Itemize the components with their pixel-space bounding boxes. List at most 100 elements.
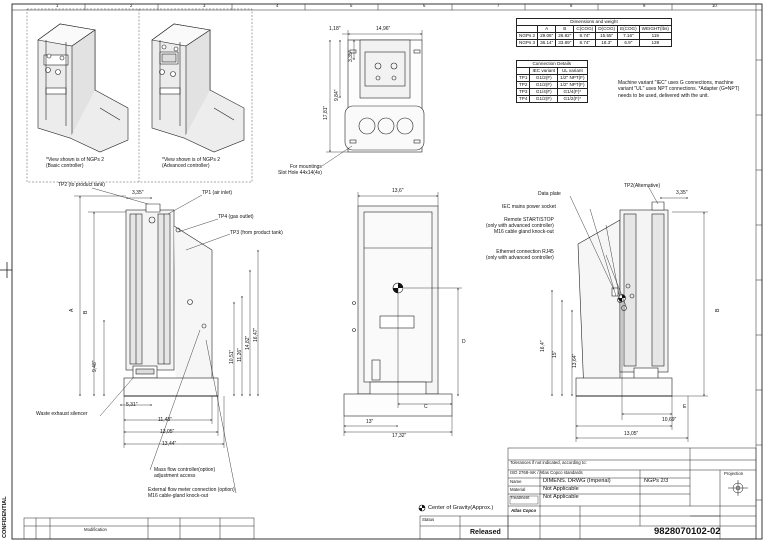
dim-cell: 33.89"	[555, 39, 575, 47]
projection-symbol	[728, 480, 748, 496]
rear-view-dims	[551, 197, 708, 442]
conn-header	[515, 67, 531, 75]
dim-cell: 7.16"	[617, 32, 640, 40]
top-view	[344, 39, 425, 153]
border-number-5: 5	[350, 3, 353, 8]
dim-cell: 139	[638, 39, 672, 47]
dimensions-weight-table: Dimensions and weight A B C(COG) D(COG) …	[515, 18, 672, 47]
rear-view	[575, 201, 673, 397]
iso-view-advanced	[151, 23, 245, 153]
dim-top-1496: 14,96"	[376, 26, 391, 32]
confidential-mark: CONFIDENTIAL	[2, 496, 8, 538]
conn-cell: TP3	[515, 88, 531, 96]
dim-rear-1069: 10,69"	[662, 417, 677, 423]
dim-side-335: 3,35"	[132, 190, 144, 196]
dim-front-1732: 17,32"	[392, 433, 407, 439]
conn-cell: TP1	[515, 74, 531, 82]
conn-header: IEC variant	[529, 67, 559, 75]
treatment-value: Not Applicable	[543, 494, 579, 500]
side-view-leaders	[91, 187, 237, 494]
brand-label: Atlas Copco	[511, 508, 537, 513]
dim-rear-E: E	[683, 404, 687, 410]
drawing-number: 9828070102-02	[654, 526, 721, 537]
callout-tp1-air-inlet: TP1 (air inlet)	[202, 190, 233, 196]
dim-header	[515, 25, 539, 33]
table-row: NGPs 2 29.06" 26.92" 8.74" 15.55" 7.16" …	[515, 32, 672, 40]
table-row: TP2 G1/2(F) 1/2" NPT(F)	[515, 81, 588, 89]
label-name: Name	[510, 479, 522, 484]
caption-advanced-controller: *View shown is of NGPs 2 (Advanced contr…	[162, 157, 220, 169]
dim-header: D(COG)	[595, 25, 619, 33]
dim-header: WEIGHT(lbs)	[638, 25, 672, 33]
dim-side-1148: 11,48"	[158, 417, 172, 423]
projection-label: Projection	[724, 471, 744, 476]
conn-cell: G1/2(F)	[529, 74, 559, 82]
dim-cell: 119	[638, 32, 672, 40]
callout-tp4-gas-outlet: TP4 (gas outlet)	[218, 214, 254, 220]
dim-cell: 29.06"	[537, 32, 557, 40]
border-number-2: 2	[130, 3, 133, 8]
drawing-title: DIMENS. DRWG (Imperial)	[543, 478, 611, 484]
modification-label: Modification	[84, 527, 107, 532]
dim-front-136: 13,6"	[392, 188, 404, 194]
callout-iec-socket: IEC mains power socket	[502, 204, 556, 210]
border-number-10: 10	[712, 3, 717, 8]
conn-cell: G1/2(F)	[529, 81, 559, 89]
material-value: Not Applicable	[543, 486, 579, 492]
dim-cell: 18.3"	[595, 39, 619, 47]
conn-header: UL variant	[557, 67, 588, 75]
status-released: Released	[470, 529, 501, 536]
dim-side-1344: 13,44"	[162, 441, 177, 447]
callout-remote-start-stop: Remote START/STOP (only with advanced co…	[486, 217, 554, 235]
border-number-7: 7	[497, 3, 500, 8]
callout-ext-flow: External flow meter connection (option) …	[148, 487, 235, 499]
connection-table-title: Connection Details	[516, 60, 588, 68]
conn-cell: 1/2" NPT(F)	[557, 81, 588, 89]
dim-header: A	[537, 25, 557, 33]
machine-variant-note: Machine variant "IEC" uses G connections…	[618, 80, 740, 99]
dim-side-948: 9,48"	[92, 360, 98, 372]
callout-tp2-product-tank: TP2 (to product tank)	[58, 182, 105, 188]
conn-cell: G1/2(F)*	[557, 95, 588, 103]
dim-cell: 26.92"	[555, 32, 575, 40]
cog-symbol-front	[392, 282, 404, 294]
tolerance-note: Tolerances if not indicated, according t…	[510, 460, 587, 465]
dim-front-C: C	[424, 404, 428, 410]
conn-cell: G1/4(F)*	[557, 88, 588, 96]
border-number-9: 9	[643, 3, 646, 8]
border-number-3: 3	[203, 3, 206, 8]
dim-cell: NGPs 3	[515, 39, 539, 47]
table-row: TP4 G1/2(F) G1/2(F)*	[515, 95, 588, 103]
title-block-frame	[23, 447, 757, 540]
front-view-dims	[343, 192, 462, 436]
dim-front-D: D	[462, 339, 466, 345]
dim-side-1482: 14,82"	[245, 335, 251, 350]
dim-header: B	[555, 25, 575, 33]
top-view-dims	[321, 30, 423, 167]
dim-front-13: 13"	[366, 419, 374, 425]
cog-legend-label: Center of Gravity(Approx.)	[428, 505, 494, 511]
conn-cell: G1/2(F)	[529, 95, 559, 103]
status-label: Status	[422, 517, 435, 522]
connection-details-table: Connection Details IEC variant UL varian…	[515, 60, 588, 103]
dim-top-984: 9,84"	[334, 89, 340, 101]
table-row: TP3 G1/4(F) G1/4(F)*	[515, 88, 588, 96]
conn-cell: 1/2" NPT(F)	[557, 74, 588, 82]
callout-data-plate: Data plate	[538, 191, 561, 197]
border-number-8: 8	[570, 3, 573, 8]
cog-legend-symbol	[418, 504, 426, 512]
dim-top-1781: 17,81"	[323, 105, 329, 120]
dim-side-B: B	[83, 310, 89, 314]
dim-rear-1364: 13,64"	[572, 353, 578, 368]
dim-cell: 8.74"	[573, 39, 597, 47]
product-name: NGPs 2/3	[644, 478, 669, 484]
rear-view-leaders	[569, 185, 659, 307]
side-view	[123, 203, 219, 397]
conn-cell: TP4	[515, 95, 531, 103]
dim-rear-B: B	[715, 308, 721, 312]
caption-basic-controller: *View shown is of NGPs 2 (Basic controll…	[46, 157, 104, 169]
dim-cell: 8.74"	[573, 32, 597, 40]
caption-mountings: For mountings Slot Hole 44x14(4x)	[278, 164, 322, 176]
dim-side-531: 5,31"	[126, 402, 138, 408]
